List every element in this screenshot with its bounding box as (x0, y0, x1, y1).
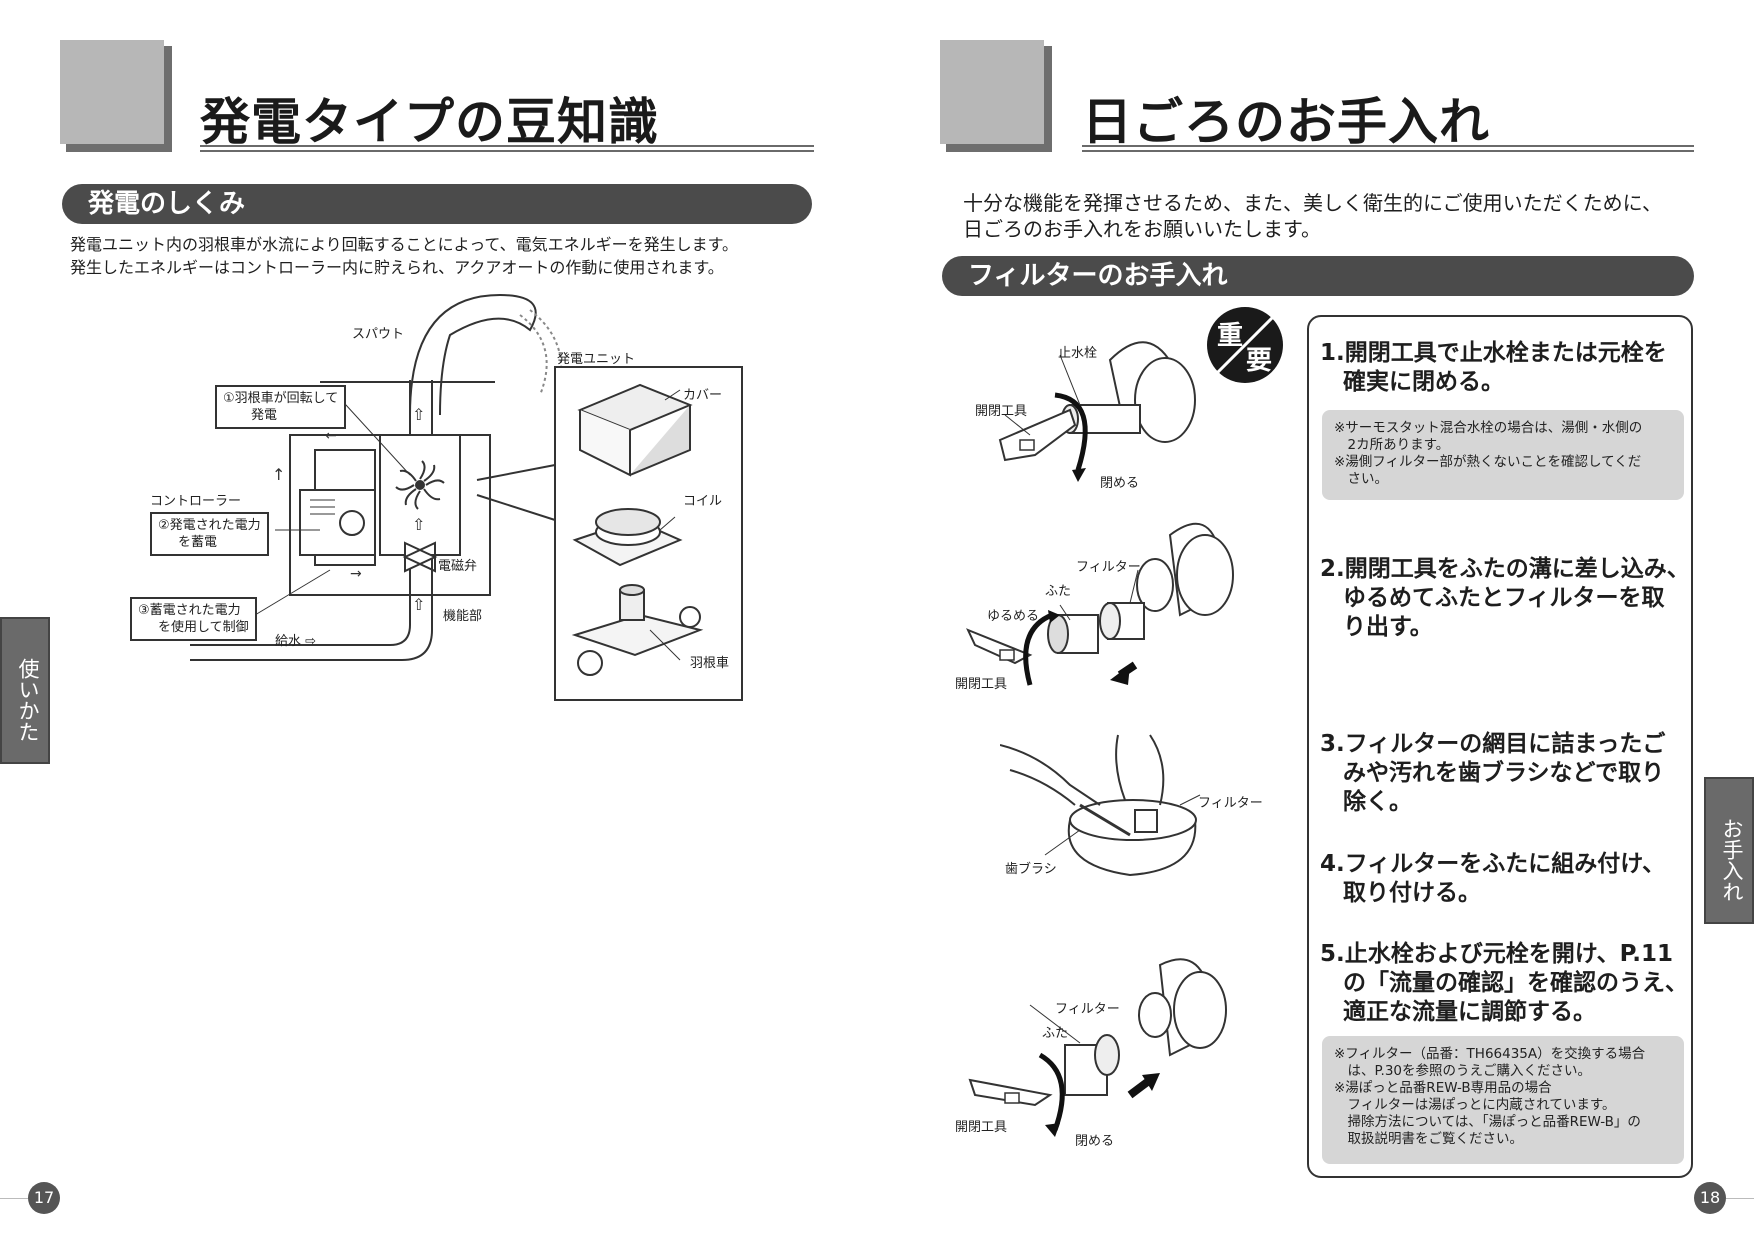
callout3-line2: を使用して制御 (158, 620, 249, 635)
step-2: 2.開閉工具をふたの溝に差し込み、 ゆるめてふたとフィルターを取 り出す。 (1320, 555, 1690, 642)
note-filter-replacement: ※フィルター（品番：TH66435A）を交換する場合 は、P.30を参照のうえご… (1322, 1036, 1684, 1164)
step-1-line-2: 確実に閉める。 (1320, 369, 1504, 395)
step-5: 5.止水栓および元栓を開け、P.11 の「流量の確認」を確認のうえ、 適正な流量… (1320, 940, 1690, 1027)
generator-diagram: ⇧ ⇧ ⇧ ← ↑ → (190, 293, 743, 701)
fig2-label-tool: 開閉工具 (955, 677, 1008, 692)
svg-text:↑: ↑ (272, 465, 285, 484)
note2-line-2: は、P.30を参照のうえご購入ください。 (1334, 1063, 1592, 1079)
right-title-block (940, 40, 1044, 144)
note2-line-1: ※フィルター（品番：TH66435A）を交換する場合 (1334, 1046, 1646, 1062)
svg-text:→: → (350, 566, 362, 582)
note1-line-2: 2カ所あります。 (1334, 437, 1450, 453)
note1-line-4: さい。 (1334, 471, 1388, 487)
label-spout: スパウト (352, 327, 405, 342)
fig2-label-filter: フィルター (1076, 560, 1141, 575)
step-2-line-2: ゆるめてふたとフィルターを取 (1320, 585, 1665, 611)
svg-text:⇧: ⇧ (412, 405, 425, 424)
step-2-line-1: 2.開閉工具をふたの溝に差し込み、 (1320, 556, 1690, 582)
left-paragraph-line-2: 発生したエネルギーはコントローラー内に貯えられ、アクアオートの作動に使用されます… (70, 258, 724, 277)
fig4-label-tool: 開閉工具 (955, 1120, 1008, 1135)
left-title-block (60, 40, 164, 144)
callout1-line2: 発電 (251, 408, 278, 423)
left-paragraph-line-1: 発電ユニット内の羽根車が水流により回転することによって、電気エネルギーを発生しま… (70, 235, 739, 254)
label-impeller: 羽根車 (690, 656, 730, 671)
step-3: 3.フィルターの網目に詰まったご みや汚れを歯ブラシなどで取り 除く。 (1320, 730, 1690, 817)
fig4-label-lid: ふた (1042, 1026, 1069, 1041)
left-page-number: 17 (28, 1182, 60, 1214)
side-tab-care[interactable]: お手入れ (1704, 777, 1754, 924)
note1-line-1: ※サーモスタット混合水栓の場合は、湯側・水側の (1334, 420, 1643, 436)
left-page-title: 発電タイプの豆知識 (200, 93, 659, 151)
step-1: 1.開閉工具で止水栓または元栓を 確実に閉める。 (1320, 339, 1690, 397)
step-4: 4.フィルターをふたに組み付け、 取り付ける。 (1320, 850, 1690, 908)
fig1-label-close: 閉める (1100, 476, 1140, 491)
fig1-label-tool: 開閉工具 (975, 404, 1028, 419)
step-5-line-2: の「流量の確認」を確認のうえ、 (1320, 970, 1688, 996)
callout3-line1: ③蓄電された電力 (138, 603, 241, 618)
important-badge-char-1: 重 (1217, 321, 1244, 351)
intro-line-2: 日ごろのお手入れをお願いいたします。 (963, 217, 1321, 241)
fig2-label-loosen: ゆるめる (987, 609, 1040, 624)
note1-line-3: ※湯側フィルター部が熱くないことを確認してくだ (1334, 454, 1642, 470)
label-cover: カバー (683, 388, 723, 403)
label-generator-unit: 発電ユニット (557, 352, 636, 367)
figure-reinstall-filter (968, 958, 1227, 1137)
right-section-heading: フィルターのお手入れ (942, 256, 1694, 296)
callout2-line1: ②発電された電力 (158, 518, 261, 533)
left-section-heading: 発電のしくみ (62, 184, 812, 224)
step-4-line-1: 4.フィルターをふたに組み付け、 (1320, 851, 1666, 877)
important-badge (1201, 301, 1289, 389)
step-2-line-3: り出す。 (1320, 614, 1433, 640)
important-badge-char-2: 要 (1246, 346, 1273, 376)
note2-line-3: ※湯ぽっと品番REW-B専用品の場合 (1334, 1080, 1552, 1096)
label-solenoid-valve: 電磁弁 (438, 559, 478, 574)
side-tab-usage[interactable]: 使いかた (0, 617, 50, 764)
right-page-number: 18 (1694, 1182, 1726, 1214)
figure-brush-filter (1000, 734, 1201, 877)
svg-text:⇧: ⇧ (412, 515, 425, 534)
left-page-line (0, 1198, 28, 1199)
left-title-rule (200, 145, 814, 152)
label-water-supply: 給水 ⇨ (275, 634, 317, 649)
label-coil: コイル (683, 494, 723, 509)
fig3-label-filter: フィルター (1198, 796, 1263, 811)
figure-remove-filter (966, 522, 1234, 686)
label-controller: コントローラー (150, 494, 242, 509)
label-function-part: 機能部 (443, 609, 483, 624)
step-1-line-1: 1.開閉工具で止水栓または元栓を (1320, 340, 1667, 366)
step-3-line-1: 3.フィルターの網目に詰まったご (1320, 731, 1666, 757)
svg-text:←: ← (325, 428, 337, 444)
fig3-label-brush: 歯ブラシ (1005, 862, 1057, 877)
callout-impeller-generates: ①羽根車が回転して 発電 (215, 385, 347, 429)
note2-line-5: 掃除方法については、「湯ぽっと品番REW-B」の (1334, 1114, 1641, 1130)
step-5-line-3: 適正な流量に調節する。 (1320, 999, 1596, 1025)
note2-line-4: フィルターは湯ぽっとに内蔵されています。 (1334, 1097, 1616, 1113)
right-page-title: 日ごろのお手入れ (1082, 93, 1490, 151)
note-thermostat: ※サーモスタット混合水栓の場合は、湯側・水側の 2カ所あります。 ※湯側フィルタ… (1322, 410, 1684, 500)
right-page-line (1726, 1198, 1754, 1199)
note2-line-6: 取扱説明書をご覧ください。 (1334, 1131, 1523, 1147)
intro-line-1: 十分な機能を発揮させるため、また、美しく衛生的にご使用いただくために、 (963, 191, 1662, 215)
right-title-rule (1082, 145, 1694, 152)
svg-text:⇧: ⇧ (412, 595, 425, 614)
fig1-label-stopcock: 止水栓 (1058, 346, 1098, 361)
callout1-line1: ①羽根車が回転して (223, 391, 339, 406)
fig2-label-lid: ふた (1045, 584, 1072, 599)
step-5-line-1: 5.止水栓および元栓を開け、P.11 (1320, 941, 1673, 967)
fig4-label-filter: フィルター (1055, 1002, 1120, 1017)
figure-close-stopcock (998, 341, 1196, 482)
callout-store-power: ②発電された電力 を蓄電 (150, 512, 269, 556)
step-4-line-2: 取り付ける。 (1320, 880, 1481, 906)
steps-panel (1307, 315, 1693, 1178)
step-3-line-3: 除く。 (1320, 789, 1412, 815)
callout2-line2: を蓄電 (178, 535, 218, 550)
step-3-line-2: みや汚れを歯ブラシなどで取り (1320, 760, 1665, 786)
fig4-label-close: 閉める (1075, 1134, 1115, 1149)
callout-use-power: ③蓄電された電力 を使用して制御 (130, 597, 257, 641)
